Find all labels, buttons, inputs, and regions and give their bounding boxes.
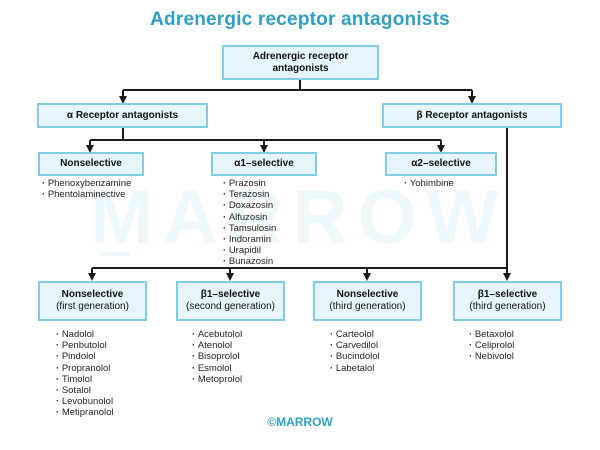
drug-list-item: Nebivolol	[469, 351, 514, 362]
beta-nonselective-first-box: Nonselective (first generation)	[38, 281, 147, 321]
drug-list-item: Bucindolol	[330, 351, 380, 362]
beta1-selective-second-sub: (second generation)	[186, 301, 275, 312]
drug-list-item: Metipranolol	[56, 407, 114, 418]
alpha-antagonists-box: α Receptor antagonists	[37, 103, 208, 128]
watermark-underline	[100, 252, 130, 256]
beta-antagonists-label: β Receptor antagonists	[416, 109, 528, 121]
drug-list-item: Prazosin	[223, 178, 276, 189]
drug-list-item: Levobunolol	[56, 396, 114, 407]
beta-nonselective-third-box: Nonselective (third generation)	[313, 281, 422, 321]
beta-nonselective-third-label: Nonselective	[336, 289, 399, 300]
drug-list-item: Indoramin	[223, 234, 276, 245]
drug-list-item: Alfuzosin	[223, 212, 276, 223]
drug-list-item: Tamsulosin	[223, 223, 277, 234]
beta-antagonists-box: β Receptor antagonists	[382, 103, 562, 128]
drug-list-item: Esmolol	[192, 363, 242, 374]
drug-list-item: Sotalol	[56, 385, 114, 396]
alpha2-selective-drug-list: Yohimbine	[404, 178, 454, 189]
drug-list-item: Bunazosin	[223, 256, 276, 267]
drug-list-item: Pindolol	[56, 351, 114, 362]
drug-list-item: Timolol	[56, 374, 114, 385]
alpha1-selective-drug-list: PrazosinTerazosinDoxazosinAlfuzosinTamsu…	[223, 178, 277, 268]
beta-nonselective-third-sub: (third generation)	[329, 301, 406, 312]
drug-list-item: Acebutolol	[192, 329, 242, 340]
alpha-nonselective-box: Nonselective	[38, 152, 144, 176]
root-label: Adrenergic receptor antagonists	[252, 50, 349, 74]
alpha-nonselective-label: Nonselective	[60, 158, 122, 169]
watermark: MARROW	[89, 175, 509, 260]
alpha2-selective-box: α2–selective	[385, 152, 497, 176]
drug-list-item: Yohimbine	[404, 178, 454, 189]
copyright-footer: ©MARROW	[267, 415, 333, 429]
drug-list-item: Bisoprolol	[192, 351, 242, 362]
drug-list-item: Urapidil	[223, 245, 276, 256]
alpha-nonselective-drug-list: PhenoxybenzaminePhentolaminective	[42, 178, 131, 200]
beta-nonselective-first-sub: (first generation)	[56, 301, 129, 312]
beta1-selective-third-label: β1–selective	[477, 289, 538, 300]
drug-list-item: Phenoxybenzamine	[42, 178, 131, 189]
beta1-selective-third-sub: (third generation)	[469, 301, 546, 312]
drug-list-item: Propranolol	[56, 363, 114, 374]
alpha-antagonists-label: α Receptor antagonists	[66, 109, 179, 121]
beta-nonselective-third-drug-list: CarteololCarvedilolBucindololLabetalol	[330, 329, 380, 374]
page-title: Adrenergic receptor antagonists	[150, 9, 450, 30]
beta-nonselective-first-label: Nonselective	[61, 289, 124, 300]
drug-list-item: Terazosin	[223, 189, 276, 200]
drug-list-item: Carteolol	[330, 329, 380, 340]
drug-list-item: Nadolol	[56, 329, 114, 340]
drug-list-item: Celiprolol	[469, 340, 515, 351]
drug-list-item: Betaxolol	[469, 329, 514, 340]
beta1-selective-third-drug-list: BetaxololCeliprololNebivolol	[469, 329, 515, 363]
beta1-selective-second-drug-list: AcebutololAtenololBisoprololEsmololMetop…	[192, 329, 242, 385]
beta1-selective-second-label: β1–selective	[200, 289, 261, 300]
root-box: Adrenergic receptor antagonists	[222, 45, 379, 80]
beta-nonselective-first-drug-list: NadololPenbutololPindololPropranololTimo…	[56, 329, 114, 419]
alpha1-selective-label: α1–selective	[234, 158, 294, 169]
drug-list-item: Phentolaminective	[42, 189, 131, 200]
drug-list-item: Metoprolol	[192, 374, 242, 385]
drug-list-item: Labetalol	[330, 363, 380, 374]
alpha1-selective-box: α1–selective	[211, 152, 317, 176]
beta1-selective-third-box: β1–selective (third generation)	[453, 281, 562, 321]
alpha2-selective-label: α2–selective	[411, 158, 471, 169]
drug-list-item: Atenolol	[192, 340, 242, 351]
drug-list-item: Penbutolol	[56, 340, 114, 351]
drug-list-item: Doxazosin	[223, 200, 276, 211]
drug-list-item: Carvedilol	[330, 340, 380, 351]
beta1-selective-second-box: β1–selective (second generation)	[176, 281, 285, 321]
